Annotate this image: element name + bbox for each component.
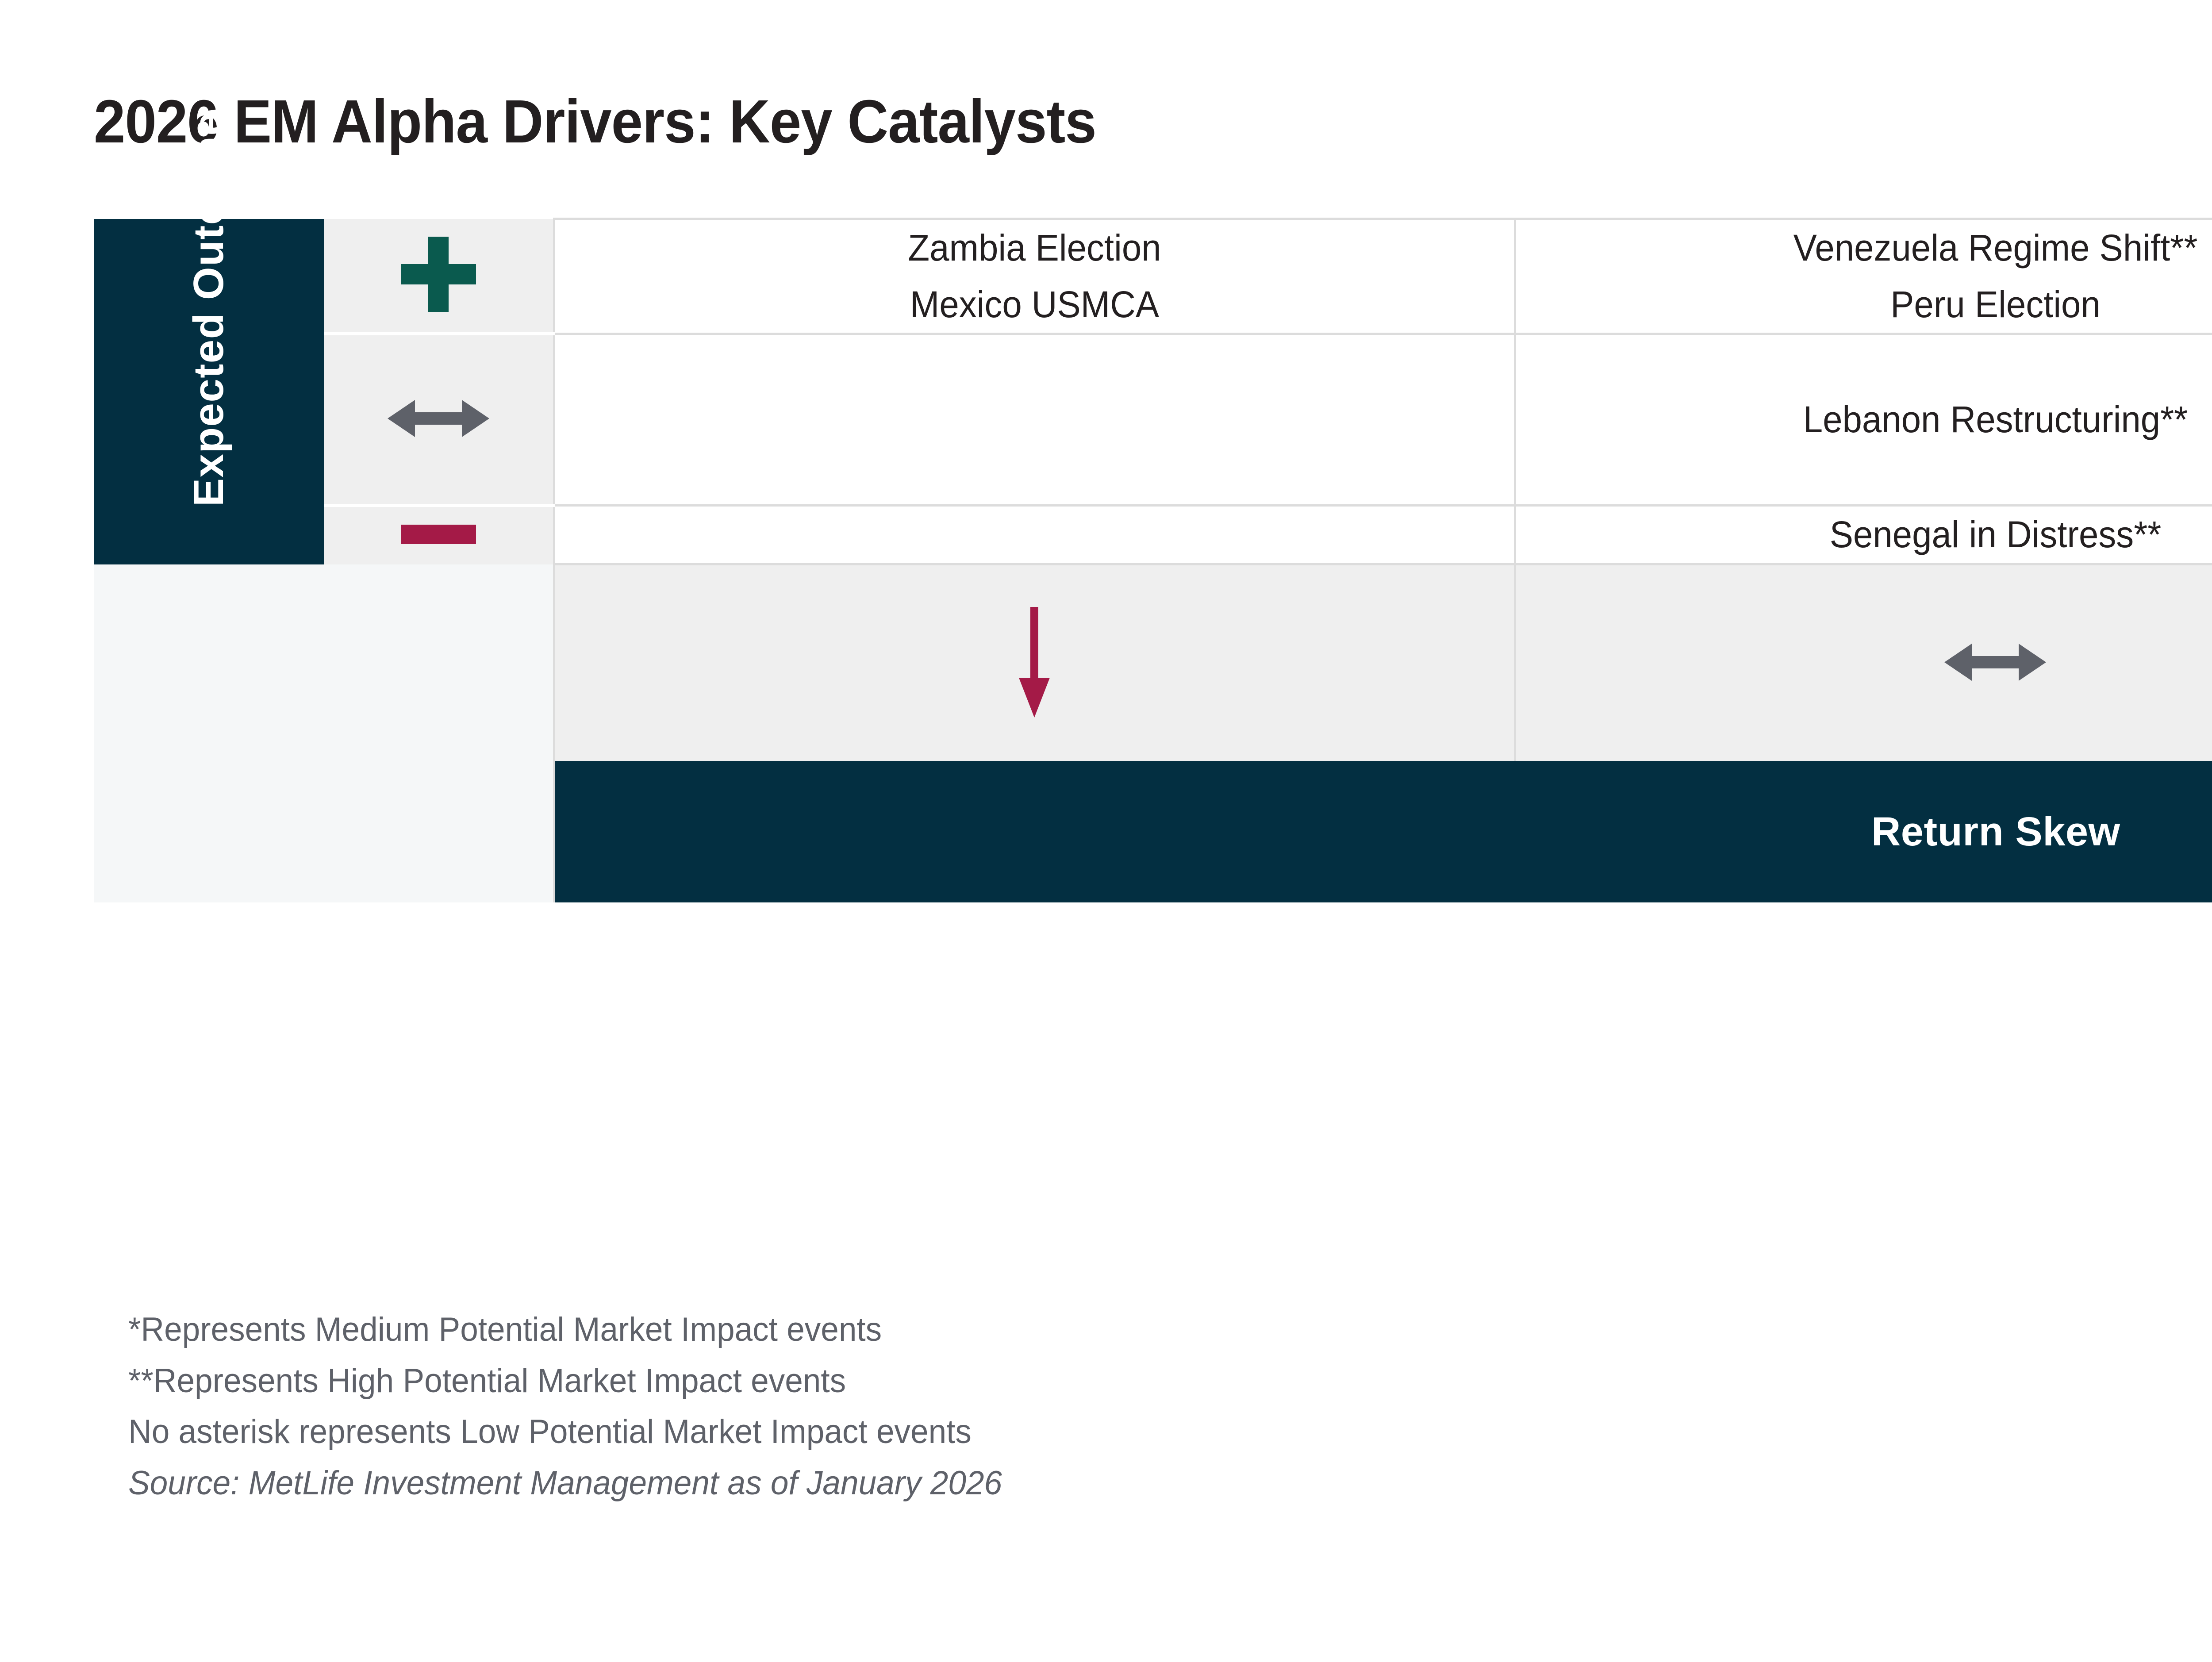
expected-outcome-label: Expected Outcome	[185, 111, 232, 507]
catalyst-item: Mexico USMCA	[910, 283, 1159, 325]
skew-arrow-middle	[1513, 564, 2212, 761]
footnotes: *Represents Medium Potential Market Impa…	[128, 1304, 1038, 1508]
blank-corner-cell-2	[94, 761, 555, 903]
catalyst-item: Peru Election	[1890, 283, 2101, 325]
matrix-cell-r2c1	[553, 333, 1516, 507]
plus-icon	[400, 237, 476, 312]
matrix-cell-r3c1	[553, 504, 1516, 566]
return-skew-row: Return Skew	[94, 761, 2212, 903]
matrix-cell-r1c2: Venezuela Regime Shift** Peru Election	[1513, 217, 2212, 335]
minus-icon	[400, 525, 476, 545]
table-row: Lebanon Restructuring** Ukraine Ceasefir…	[94, 333, 2212, 507]
skew-arrow-left	[553, 564, 1516, 761]
skew-arrow-row	[94, 564, 2212, 761]
source-line: Source: MetLife Investment Management as…	[128, 1464, 1002, 1502]
outcome-symbol-negative	[324, 505, 554, 564]
catalyst-item: Zambia Election	[907, 227, 1161, 269]
page-title: 2026 EM Alpha Drivers: Key Catalysts	[94, 88, 1097, 156]
matrix-cell-r1c1: Zambia Election Mexico USMCA	[553, 217, 1516, 335]
outcome-symbol-positive	[324, 219, 554, 336]
expected-outcome-axis: Expected Outcome	[94, 111, 324, 564]
outcome-symbol-neutral	[324, 334, 554, 507]
double-arrow-horizontal-icon	[1944, 640, 2046, 684]
catalyst-matrix: Expected Outcome Zambia Election Mexico …	[94, 111, 2212, 903]
footnote-high: **Represents High Potential Market Impac…	[128, 1362, 846, 1400]
catalyst-item: Lebanon Restructuring**	[1803, 399, 2188, 441]
return-skew-bar: Return Skew	[554, 761, 2212, 903]
matrix-cell-r3c2: Senegal in Distress**	[1513, 504, 2212, 566]
catalyst-item: Senegal in Distress**	[1829, 514, 2161, 556]
footnote-medium: *Represents Medium Potential Market Impa…	[128, 1311, 882, 1348]
matrix-cell-r2c2: Lebanon Restructuring**	[1513, 333, 2212, 507]
blank-corner-cell	[94, 564, 555, 761]
footnote-low: No asterisk represents Low Potential Mar…	[128, 1413, 972, 1451]
table-row: Senegal in Distress**	[94, 504, 2212, 566]
double-arrow-horizontal-icon	[387, 396, 489, 441]
arrow-down-icon	[1010, 606, 1059, 718]
catalyst-item: Venezuela Regime Shift**	[1793, 227, 2197, 269]
table-row: Expected Outcome Zambia Election Mexico …	[94, 111, 2212, 564]
